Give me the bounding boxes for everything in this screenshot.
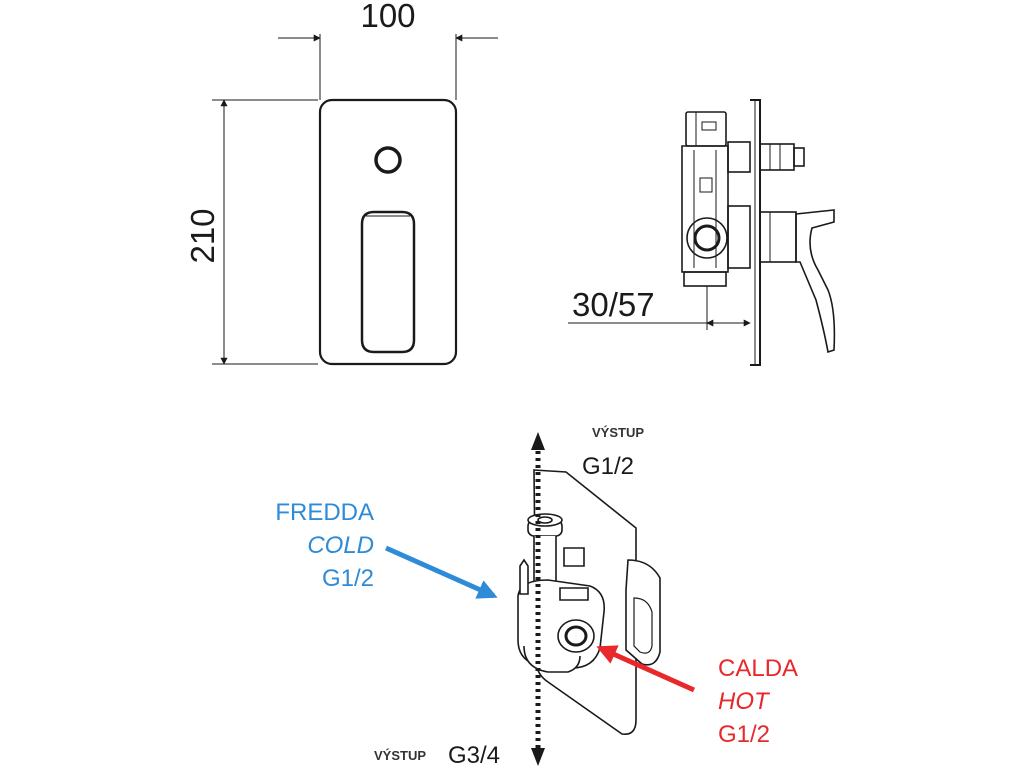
hot-name-it: CALDA: [718, 655, 798, 682]
bottom-outlet-thread: G3/4: [448, 742, 500, 768]
cover-plate: [318, 98, 458, 366]
side-view: [568, 99, 836, 366]
height-label: 210: [184, 208, 221, 263]
cold-name-en: COLD: [307, 532, 374, 559]
depth-label: 30/57: [572, 286, 655, 323]
hot-inlet-arrow: [596, 645, 696, 693]
diverter-knob: [374, 146, 402, 174]
bottom-outlet-label: VÝSTUP: [374, 748, 426, 763]
cold-name-it: FREDDA: [275, 499, 374, 526]
top-outlet-thread: G1/2: [582, 453, 634, 480]
outlet-down-arrow: [531, 748, 545, 766]
hot-name-en: HOT: [718, 688, 771, 715]
outlet-up-arrow: [531, 432, 545, 450]
isometric-view: [517, 469, 661, 736]
front-view: [212, 34, 498, 366]
width-label: 100: [360, 0, 415, 34]
top-outlet-label: VÝSTUP: [592, 425, 644, 440]
cold-inlet-arrow: [384, 545, 498, 599]
hot-thread: G1/2: [718, 721, 770, 748]
iso-lever: [625, 559, 661, 666]
outlet-flow-axis: [531, 432, 545, 766]
cold-thread: G1/2: [322, 565, 374, 592]
lever-handle: [360, 210, 416, 354]
